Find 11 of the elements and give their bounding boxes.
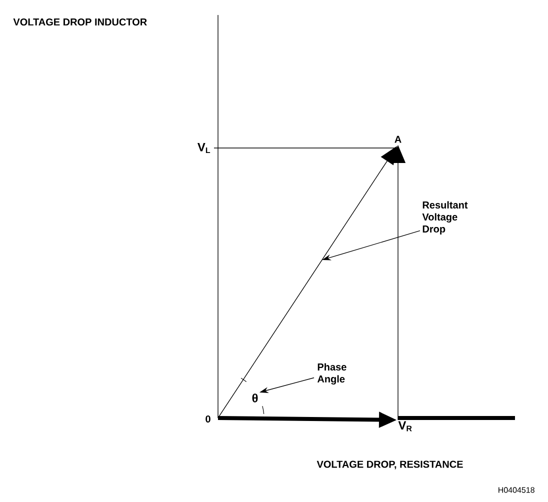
axis-title: VOLTAGE DROP INDUCTOR: [13, 18, 147, 26]
callout-text: Phase Angle: [317, 363, 346, 385]
figure-number: H0404518: [498, 487, 534, 493]
origin-label: 0: [206, 415, 210, 423]
axis-title: VOLTAGE DROP, RESISTANCE: [316, 460, 463, 470]
point-label: A: [394, 136, 402, 143]
angle-symbol: θ: [252, 394, 258, 402]
callout-text: Resultant Voltage Drop: [422, 201, 468, 234]
axis-label: V$_{L}$: [198, 142, 210, 154]
resultant-arrow: [218, 146, 397, 418]
point-label: V$_{R}$: [398, 421, 412, 432]
